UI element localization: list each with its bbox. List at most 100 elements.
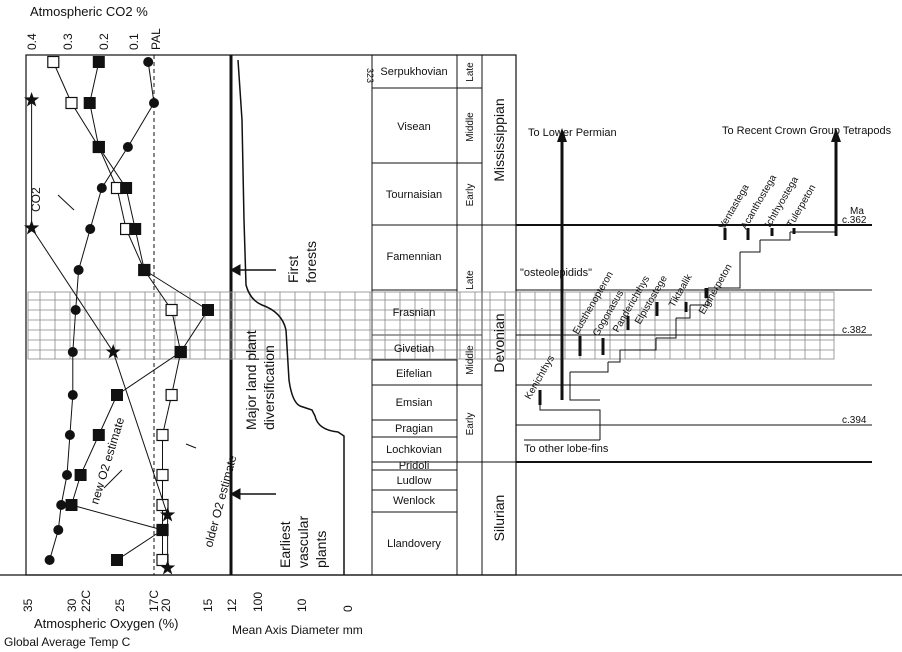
o2-new-point bbox=[74, 469, 87, 481]
co2-point bbox=[67, 390, 78, 400]
o2-new-point bbox=[92, 141, 105, 153]
o2-new-point bbox=[65, 499, 78, 511]
co2-tick-4: PAL bbox=[149, 28, 163, 50]
co2-point bbox=[96, 183, 107, 193]
age-labels: Ma c.362 c.382 c.394 bbox=[842, 206, 867, 426]
stage-tournaisian: Tournaisian bbox=[386, 189, 442, 201]
stage-wenlock: Wenlock bbox=[393, 495, 435, 507]
o2-tick-15: 15 bbox=[201, 598, 215, 612]
diam-tick-0: 0 bbox=[341, 605, 355, 612]
diameter-axis-label: Mean Axis Diameter mm bbox=[232, 623, 363, 637]
to-permian-label: To Lower Permian bbox=[528, 127, 617, 139]
older-o2-label: older O2 estimate bbox=[201, 453, 239, 548]
o2-older-point bbox=[156, 468, 169, 482]
epoch-middle-miss: Middle bbox=[465, 112, 476, 142]
cladogram-stems bbox=[538, 228, 796, 405]
o2-new-point bbox=[120, 182, 133, 194]
o2-new-series bbox=[65, 56, 214, 566]
first-forests-label-2: forests bbox=[303, 241, 319, 283]
o2-tick-20: 20 bbox=[159, 598, 173, 612]
epoch-early-miss: Early bbox=[465, 184, 476, 207]
annotation-arrows bbox=[229, 264, 276, 500]
o2-new-point bbox=[156, 524, 169, 536]
o2-older-point bbox=[47, 55, 60, 69]
co2-tick-3: 0.1 bbox=[127, 33, 141, 50]
diam-tick-100: 100 bbox=[251, 592, 265, 612]
epoch-late-dev: Late bbox=[465, 270, 476, 290]
stage-labels: Serpukhovian Visean Tournaisian Famennia… bbox=[380, 66, 447, 550]
plant-diameter-curve bbox=[237, 59, 345, 575]
arrow-recent-icon bbox=[831, 128, 841, 142]
stage-lochkovian: Lochkovian bbox=[386, 444, 442, 456]
co2-point bbox=[149, 98, 159, 108]
stage-pragian: Pragian bbox=[395, 423, 433, 435]
epoch-labels: Late Middle Early Late Middle Early bbox=[465, 62, 476, 436]
to-recent-label: To Recent Crown Group Tetrapods bbox=[722, 125, 892, 137]
o2-tick-35: 35 bbox=[21, 598, 35, 612]
co2-point bbox=[73, 265, 84, 275]
co2-tick-1: 0.3 bbox=[61, 33, 75, 50]
period-mississippian: Mississippian bbox=[491, 98, 507, 181]
o2-new-point bbox=[83, 97, 96, 109]
age-362: c.362 bbox=[842, 215, 867, 226]
new-o2-label: new O2 estimate bbox=[87, 415, 127, 506]
age-394: c.394 bbox=[842, 415, 867, 426]
cladogram bbox=[516, 140, 872, 463]
o2-older-point bbox=[165, 388, 178, 402]
epoch-late-miss: Late bbox=[465, 62, 476, 82]
co2-point bbox=[62, 470, 72, 480]
period-devonian: Devonian bbox=[491, 313, 507, 372]
first-forests-label-1: First bbox=[285, 256, 301, 283]
co2-point bbox=[85, 224, 96, 234]
stage-frasnian: Frasnian bbox=[393, 307, 436, 319]
temp-star-point bbox=[105, 344, 121, 359]
co2-point bbox=[64, 430, 75, 440]
epoch-early-dev: Early bbox=[465, 413, 476, 436]
co2-point bbox=[122, 142, 133, 152]
osteolepidids-label: "osteolepidids" bbox=[520, 267, 592, 279]
other-lobe-fins-label: To other lobe-fins bbox=[524, 443, 609, 455]
age-382: c.382 bbox=[842, 325, 867, 336]
co2-point bbox=[67, 347, 78, 357]
co2-tick-0: 0.4 bbox=[25, 33, 39, 50]
major-land-label: Major land plant bbox=[243, 330, 259, 430]
o2-axis-label: Atmospheric Oxygen (%) bbox=[34, 616, 179, 631]
o2-tick-labels: 35 30 25 20 15 12 22C 17C 100 10 0 bbox=[21, 590, 355, 612]
temp-star-point bbox=[24, 220, 40, 235]
arrow-permian-icon bbox=[557, 128, 567, 142]
stage-famennian: Famennian bbox=[386, 251, 441, 263]
co2-point bbox=[70, 305, 81, 315]
ma-label: Ma bbox=[850, 206, 864, 217]
period-silurian: Silurian bbox=[491, 495, 507, 542]
co2-point bbox=[53, 525, 64, 535]
o2-new-point bbox=[174, 346, 187, 358]
o2-older-point bbox=[65, 96, 78, 110]
temp-series bbox=[24, 92, 176, 575]
taxa-labels: Kenichthys Eusthenopteron Gogonasus Pand… bbox=[523, 173, 818, 402]
o2-new-point bbox=[111, 389, 123, 401]
stage-eifelian: Eifelian bbox=[396, 368, 432, 380]
o2-new-point bbox=[202, 304, 214, 316]
stage-ludlow: Ludlow bbox=[397, 475, 432, 487]
stage-visean: Visean bbox=[397, 121, 430, 133]
o2-tick-12: 12 bbox=[225, 598, 239, 612]
co2-point bbox=[56, 500, 67, 510]
grid-band bbox=[27, 291, 835, 360]
age-323: 323 bbox=[365, 68, 375, 83]
stage-table bbox=[371, 54, 517, 576]
o2-new-point bbox=[92, 429, 105, 441]
stage-emsian: Emsian bbox=[396, 397, 433, 409]
o2-new-point bbox=[138, 264, 151, 276]
earliest-label-2: vascular bbox=[295, 516, 311, 568]
diam-tick-10: 10 bbox=[295, 598, 309, 612]
o2-new-point bbox=[92, 56, 105, 68]
o2-new-point bbox=[129, 223, 142, 235]
co2-axis-title: Atmospheric CO2 % bbox=[30, 4, 148, 19]
o2-tick-30: 30 bbox=[65, 598, 79, 612]
co2-series bbox=[44, 57, 159, 565]
co2-point bbox=[143, 57, 154, 67]
earliest-label-3: plants bbox=[313, 531, 329, 568]
temp-tick-22: 22C bbox=[79, 590, 93, 612]
earliest-label-1: Earliest bbox=[277, 521, 293, 568]
temp-star-point bbox=[160, 507, 176, 522]
